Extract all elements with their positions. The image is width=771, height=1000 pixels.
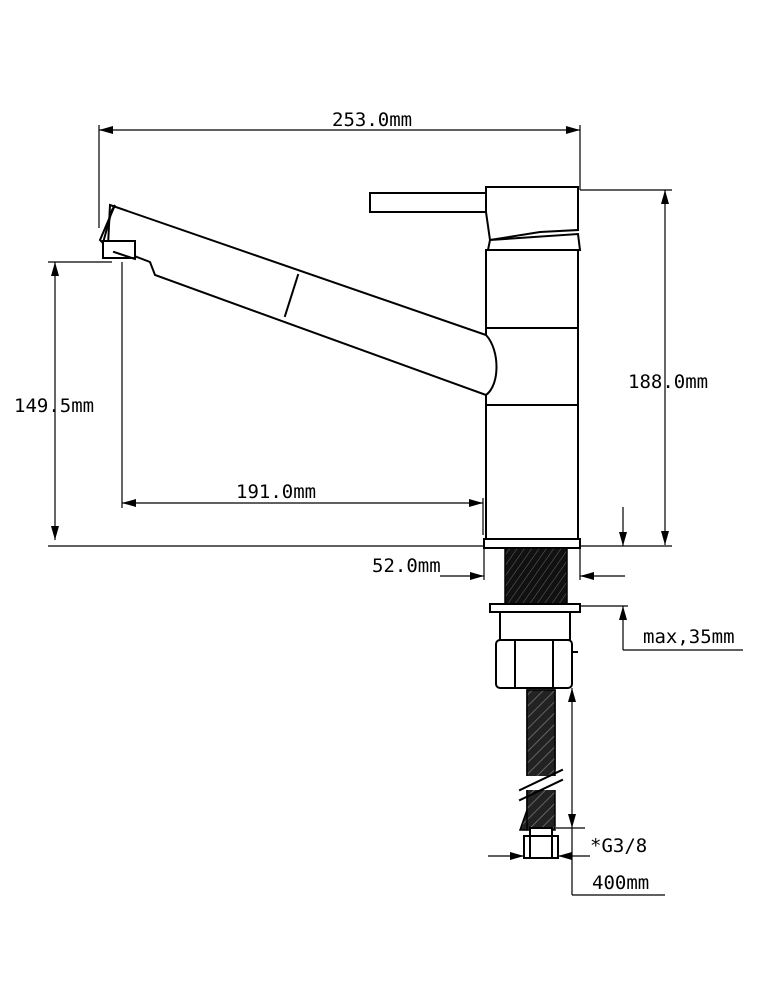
label-spout-reach: 191.0mm	[236, 481, 316, 503]
dimension-base-diameter	[440, 548, 625, 580]
dimension-spout-reach	[121, 262, 484, 535]
dimension-spout-height	[48, 261, 112, 540]
dimension-hose-length	[556, 688, 665, 896]
label-spout-height: 149.5mm	[14, 395, 94, 417]
dimension-max-thickness	[580, 507, 743, 651]
mounting-washer	[489, 603, 581, 613]
label-hose-length: 400mm	[592, 872, 649, 894]
dimension-total-length	[98, 125, 581, 228]
label-connection: *G3/8	[590, 835, 647, 857]
dimension-total-height	[580, 189, 672, 545]
faucet-body	[485, 249, 579, 541]
mounting-nut	[495, 611, 578, 689]
hose-fitting	[523, 827, 559, 859]
label-total-height: 188.0mm	[628, 371, 708, 393]
braided-hose	[516, 689, 566, 831]
threaded-shank	[504, 547, 568, 605]
handle-lever	[369, 186, 582, 251]
dimension-connection	[488, 852, 590, 860]
label-total-length: 253.0mm	[332, 109, 412, 131]
base-flange	[483, 538, 581, 549]
label-max-thickness: max,35mm	[643, 626, 735, 648]
label-base-diameter: 52.0mm	[372, 555, 441, 577]
spout	[98, 203, 498, 397]
